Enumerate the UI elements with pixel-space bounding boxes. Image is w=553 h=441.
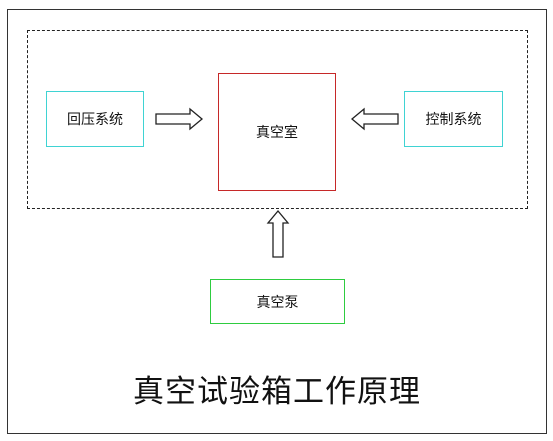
backpressure-system-box: 回压系统 (46, 91, 144, 147)
arrow-left-icon (350, 107, 399, 131)
diagram-caption: 真空试验箱工作原理 (133, 374, 421, 410)
outer-frame (7, 9, 547, 434)
control-system-box: 控制系统 (404, 91, 503, 147)
backpressure-system-label: 回压系统 (67, 112, 123, 128)
vacuum-pump-box: 真空泵 (210, 279, 345, 324)
vacuum-chamber-box: 真空室 (218, 73, 336, 191)
arrow-up-icon (266, 209, 290, 258)
system-boundary-dashed (27, 30, 528, 209)
arrow-right-icon (155, 107, 204, 131)
control-system-label: 控制系统 (425, 112, 482, 128)
vacuum-pump-label: 真空泵 (256, 294, 299, 311)
vacuum-chamber-label: 真空室 (256, 125, 298, 141)
